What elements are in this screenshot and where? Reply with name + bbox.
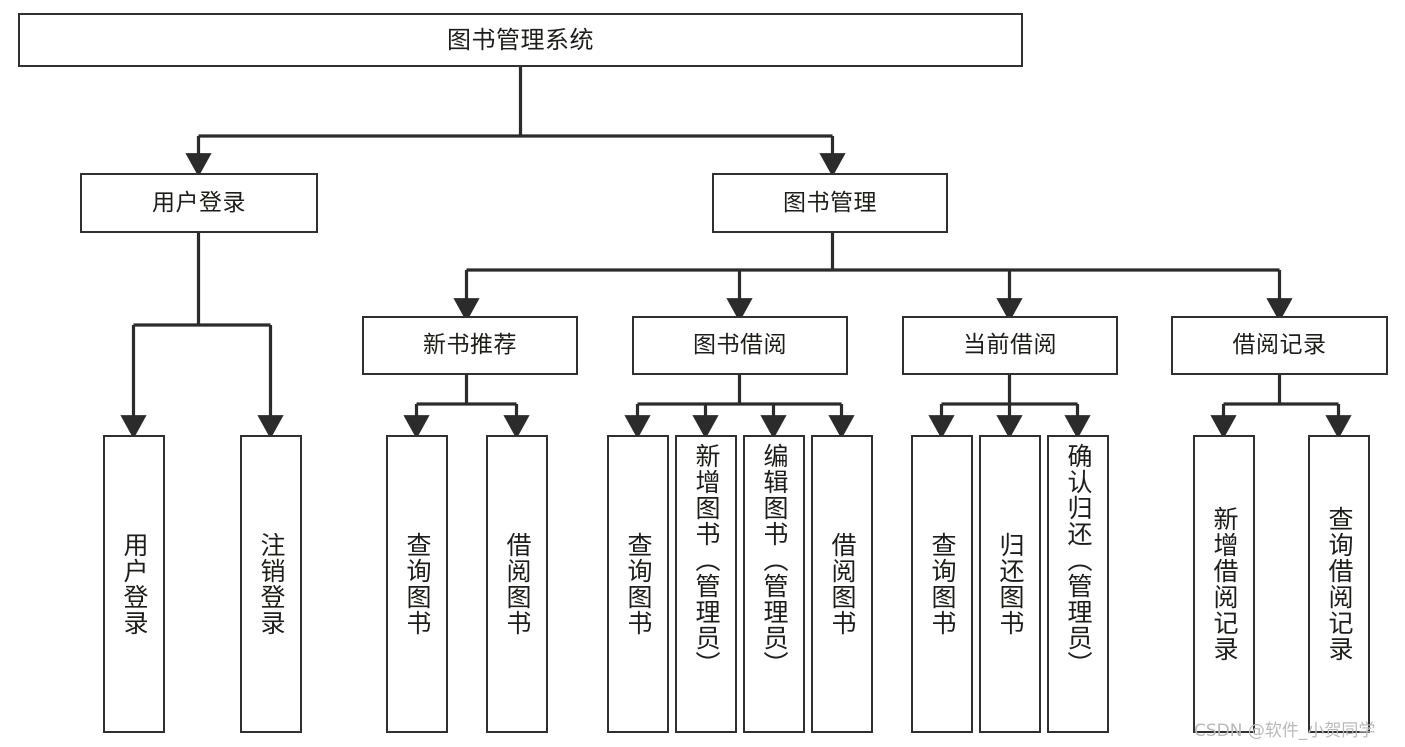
node-label: 用户登录: [120, 532, 149, 636]
node-label: 查询图书: [928, 532, 957, 636]
node-label: 图书借阅: [693, 332, 787, 358]
leaf-current-borrow-return-books[interactable]: 归还图书: [979, 435, 1041, 733]
node-label: 用户登录: [152, 189, 246, 216]
node-label: 查询图书: [624, 532, 653, 636]
leaf-book-borrow-edit-book-admin[interactable]: 编辑图书（管理员）: [743, 435, 805, 733]
node-label: 查询借阅记录: [1325, 506, 1354, 662]
leaf-borrow-record-query-record[interactable]: 查询借阅记录: [1308, 435, 1370, 733]
node-user-login[interactable]: 用户登录: [80, 173, 318, 233]
node-label: 注销登录: [257, 532, 286, 636]
node-label: 编辑图书（管理员）: [760, 443, 789, 677]
node-current-borrow[interactable]: 当前借阅: [902, 316, 1118, 375]
node-book-management[interactable]: 图书管理: [712, 173, 948, 233]
node-book-borrow[interactable]: 图书借阅: [632, 316, 848, 375]
node-label: 当前借阅: [963, 332, 1057, 358]
node-label: 归还图书: [996, 532, 1025, 636]
leaf-book-borrow-add-book-admin[interactable]: 新增图书（管理员）: [675, 435, 737, 733]
node-label: 图书管理系统: [447, 26, 594, 54]
leaf-book-borrow-query-books[interactable]: 查询图书: [607, 435, 669, 733]
node-label: 新增图书（管理员）: [692, 443, 721, 677]
node-label: 新书推荐: [423, 332, 517, 358]
node-label: 借阅图书: [828, 532, 857, 636]
leaf-new-book-query-books[interactable]: 查询图书: [386, 435, 448, 733]
node-borrow-record[interactable]: 借阅记录: [1171, 316, 1388, 375]
leaf-user-login-logout[interactable]: 注销登录: [240, 435, 302, 733]
leaf-current-borrow-confirm-return-admin[interactable]: 确认归还（管理员）: [1047, 435, 1109, 733]
node-label: 新增借阅记录: [1210, 506, 1239, 662]
node-new-book-recommend[interactable]: 新书推荐: [362, 316, 578, 375]
leaf-borrow-record-add-record[interactable]: 新增借阅记录: [1193, 435, 1255, 733]
node-label: 图书管理: [783, 189, 877, 216]
leaf-book-borrow-borrow-books[interactable]: 借阅图书: [811, 435, 873, 733]
node-label: 借阅图书: [503, 532, 532, 636]
node-label: 查询图书: [403, 532, 432, 636]
leaf-new-book-borrow-books[interactable]: 借阅图书: [486, 435, 548, 733]
csdn-watermark: CSDN @软件_小贺同学: [1194, 721, 1376, 741]
leaf-current-borrow-query-books[interactable]: 查询图书: [911, 435, 973, 733]
node-label: 借阅记录: [1232, 332, 1327, 358]
node-root-book-management-system[interactable]: 图书管理系统: [18, 13, 1023, 67]
node-label: 确认归还（管理员）: [1064, 443, 1093, 677]
leaf-user-login-login[interactable]: 用户登录: [103, 435, 165, 733]
